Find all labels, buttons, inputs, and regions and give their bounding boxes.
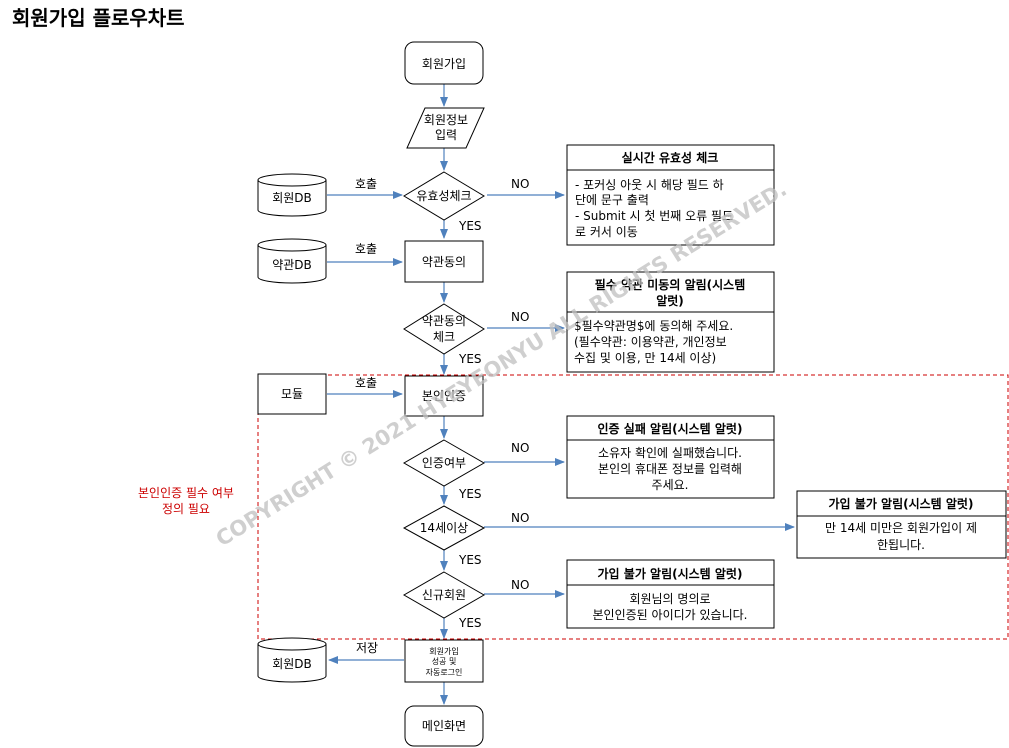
duplicate-fail-line-1: 회원님의 명의로 — [629, 592, 710, 606]
save-label: 저장 — [356, 641, 378, 655]
yes-label-1: YES — [458, 219, 482, 233]
complete-label-3: 자동로그인 — [426, 667, 463, 677]
new-member-label: 신규회원 — [422, 588, 466, 602]
auth-fail-line-3: 주세요. — [652, 478, 689, 492]
realtime-line-4: 로 커서 이동 — [575, 225, 638, 239]
input-label-1: 회원정보 — [424, 113, 468, 127]
call-label-1: 호출 — [355, 177, 377, 191]
member-db-cylinder-1 — [257, 173, 327, 217]
member-db-cylinder-2 — [257, 637, 327, 683]
no-label-3: NO — [511, 441, 529, 455]
realtime-check-box: 실시간 유효성 체크 - 포커싱 아웃 시 해당 필드 하 단에 문구 출력 -… — [566, 144, 775, 246]
validity-label: 유효성체크 — [416, 189, 471, 203]
terms-alert-line-2: (필수약관: 이용약관, 개인정보 — [574, 334, 727, 349]
new-member-node — [402, 571, 486, 619]
yes-label-5: YES — [458, 616, 482, 630]
yes-label-4: YES — [458, 553, 482, 567]
realtime-title: 실시간 유효성 체크 — [622, 150, 719, 165]
yes-label-2: YES — [458, 352, 482, 366]
duplicate-fail-title: 가입 불가 알림(시스템 알럿) — [598, 566, 743, 581]
identity-check-node — [402, 439, 486, 487]
complete-label-2: 성공 및 — [432, 656, 457, 666]
start-label: 회원가입 — [422, 57, 466, 71]
auth-fail-title: 인증 실패 알림(시스템 알럿) — [598, 421, 743, 436]
main-node — [404, 705, 484, 747]
terms-check-label-2: 체크 — [433, 330, 455, 344]
no-label-2: NO — [511, 310, 529, 324]
yes-label-3: YES — [458, 487, 482, 501]
identity-check-label: 인증여부 — [422, 456, 466, 470]
no-label-4: NO — [511, 511, 529, 525]
input-node — [406, 107, 485, 149]
realtime-line-1: - 포커싱 아웃 시 해당 필드 하 — [575, 178, 724, 192]
identity-node — [404, 375, 484, 417]
terms-alert-line-1: $필수약관명$에 동의해 주세요. — [574, 318, 733, 333]
auth-fail-box: 인증 실패 알림(시스템 알럿) 소유자 확인에 실패했습니다. 본인의 휴대폰… — [566, 415, 775, 499]
terms-alert-line-3: 수집 및 이용, 만 14세 이상) — [574, 351, 716, 365]
realtime-line-2: 단에 문구 출력 — [575, 193, 649, 207]
connectors — [327, 84, 795, 705]
identity-label: 본인인증 — [422, 389, 466, 403]
member-db-label-1: 회원DB — [272, 191, 312, 205]
terms-alert-title-2: 알럿) — [656, 294, 684, 308]
start-node — [404, 41, 484, 85]
page-title: 회원가입 플로우차트 — [12, 6, 185, 30]
module-region — [257, 374, 1009, 640]
validity-node — [403, 171, 485, 221]
note-line-2: 정의 필요 — [162, 502, 210, 516]
no-label-5: NO — [511, 578, 529, 592]
auth-fail-line-1: 소유자 확인에 실패했습니다. — [598, 446, 742, 460]
call-label-2: 호출 — [355, 242, 377, 256]
call-label-3: 호출 — [355, 376, 377, 390]
main-label: 메인화면 — [422, 719, 466, 733]
duplicate-fail-line-2: 본인인증된 아이디가 있습니다. — [593, 608, 748, 622]
age-check-node — [402, 505, 486, 551]
no-label-1: NO — [511, 177, 529, 191]
terms-label: 약관동의 — [422, 254, 466, 269]
duplicate-fail-box: 가입 불가 알림(시스템 알럿) 회원님의 명의로 본인인증된 아이디가 있습니… — [566, 559, 775, 629]
note-line-1: 본인인증 필수 여부 — [138, 486, 234, 500]
realtime-line-3: - Submit 시 첫 번째 오류 필드 — [575, 209, 733, 223]
complete-node — [404, 639, 484, 683]
age-check-label: 14세이상 — [420, 521, 468, 535]
age-fail-box: 가입 불가 알림(시스템 알럿) 만 14세 미만은 회원가입이 제 한됩니다. — [796, 490, 1007, 559]
input-label-2: 입력 — [435, 128, 457, 142]
terms-check-node — [403, 303, 485, 355]
terms-alert-title-1: 필수 약관 미동의 알림(시스템 — [595, 277, 746, 292]
member-db-label-2: 회원DB — [272, 657, 312, 671]
terms-check-label-1: 약관동의 — [422, 313, 466, 328]
module-label: 모듈 — [281, 387, 303, 401]
terms-db-label: 약관DB — [272, 257, 312, 272]
complete-label-1: 회원가입 — [429, 647, 458, 656]
auth-fail-line-2: 본인의 휴대폰 정보를 입력해 — [598, 462, 742, 476]
module-box — [257, 373, 327, 415]
terms-db-cylinder — [257, 238, 327, 284]
age-fail-line-1: 만 14세 미만은 회원가입이 제 — [825, 521, 977, 535]
age-fail-line-2: 한됩니다. — [877, 538, 925, 552]
age-fail-title: 가입 불가 알림(시스템 알럿) — [829, 496, 974, 511]
terms-node — [404, 240, 484, 283]
terms-alert-box: 필수 약관 미동의 알림(시스템 알럿) $필수약관명$에 동의해 주세요. (… — [566, 271, 775, 373]
